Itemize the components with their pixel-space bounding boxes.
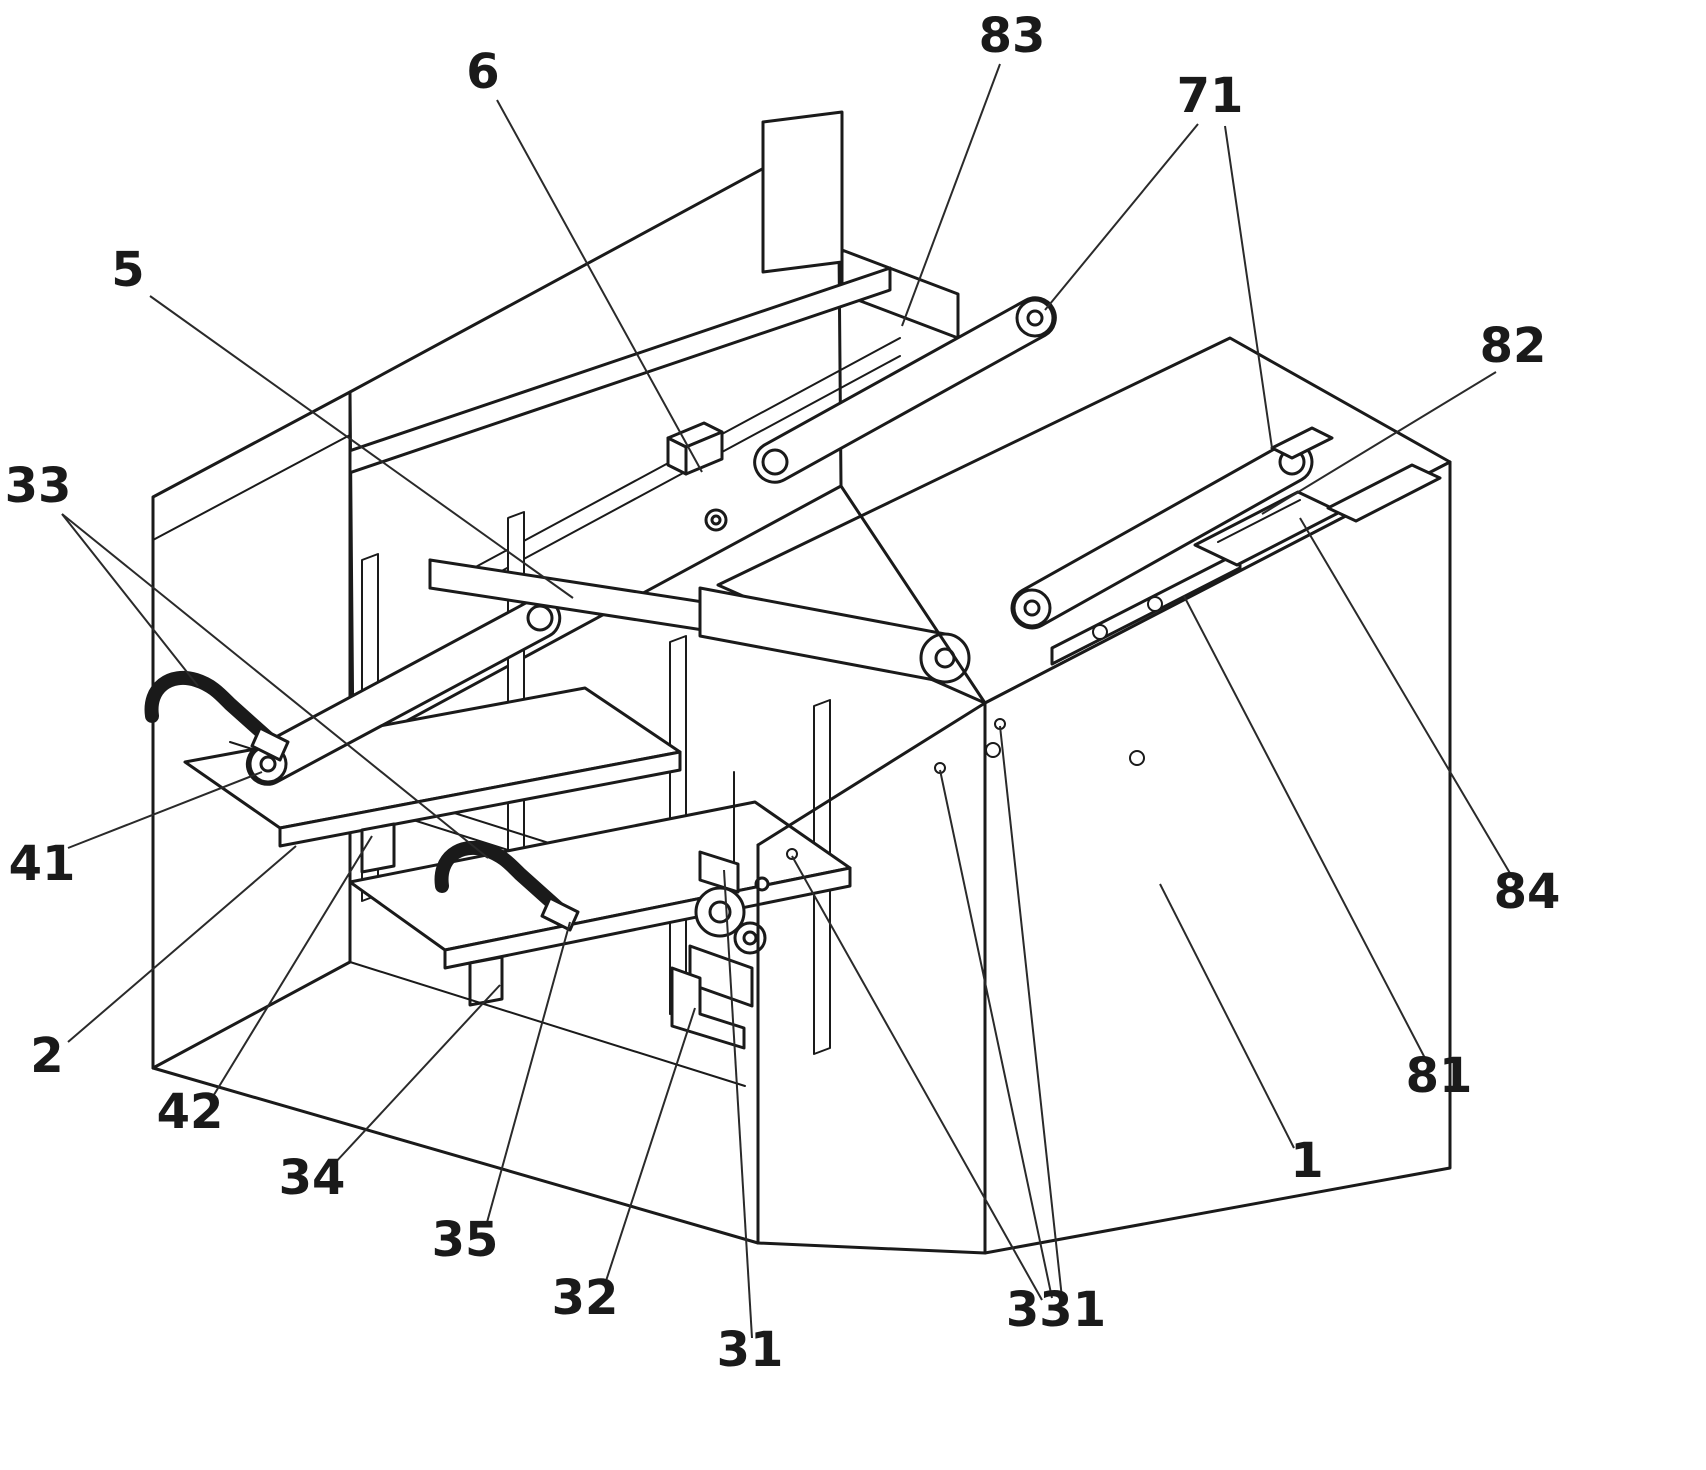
frame-edge: [839, 484, 987, 705]
roller-end: [919, 632, 971, 684]
slider-bracket-arm: [1326, 463, 1442, 523]
ref-label-82: 82: [1480, 318, 1547, 374]
leader-lines: [61, 63, 1515, 1339]
ref-label-34: 34: [279, 1150, 346, 1206]
ref-label-71: 71: [1177, 68, 1244, 124]
screw-point: [786, 848, 798, 860]
leader-line-6: [496, 99, 703, 473]
frame-edge: [349, 961, 746, 1087]
leader-line-41: [67, 771, 263, 849]
reference-labels: 83 71 6 5 82 33 41 2 42 34 35 32 31 331 …: [5, 8, 1561, 1378]
leader-line-81: [1183, 595, 1428, 1063]
ref-label-331: 331: [1006, 1282, 1106, 1338]
panel-hole: [985, 742, 1001, 758]
leader-line-71b: [1224, 125, 1273, 449]
ref-label-42: 42: [157, 1084, 224, 1140]
slider-bracket-step: [1217, 499, 1301, 543]
leader-line-2: [67, 845, 297, 1043]
press-arm-right: [1010, 440, 1314, 630]
frame-edge: [756, 701, 987, 847]
tray-plate-upper-edge: [278, 750, 682, 848]
panel-hole: [1129, 750, 1145, 766]
leader-line-33b: [61, 513, 489, 859]
leader-line-33a: [61, 513, 199, 687]
rod-collar: [1147, 596, 1163, 612]
leader-line-31: [723, 869, 753, 1339]
press-arm-mount: [1270, 426, 1334, 460]
ref-label-33: 33: [5, 458, 72, 514]
leader-line-5: [149, 295, 574, 599]
leader-line-84: [1299, 517, 1515, 881]
ref-label-81: 81: [1406, 1048, 1473, 1104]
ref-label-2: 2: [30, 1028, 63, 1084]
frame-edge: [756, 1241, 987, 1255]
leader-line-331a: [791, 855, 1043, 1301]
top-bracket: [761, 110, 844, 274]
leader-line-1: [1159, 883, 1295, 1149]
leader-line-331c: [999, 725, 1063, 1299]
plate-foot-block: [360, 822, 396, 874]
leader-line-83: [901, 63, 1001, 327]
left-panel-thickness-edge: [152, 434, 351, 541]
leader-line-42: [211, 835, 373, 1099]
clamp-handle-mount: [250, 726, 290, 762]
plate-foot-block: [468, 955, 504, 1007]
leader-line-71a: [1044, 123, 1199, 311]
clamp-handle-center: [434, 840, 565, 915]
press-arm-upper: [753, 296, 1057, 484]
ref-label-6: 6: [466, 44, 499, 100]
ref-label-41: 41: [9, 836, 76, 892]
machine-illustration: [144, 110, 1452, 1255]
ref-label-32: 32: [552, 1270, 619, 1326]
ref-label-5: 5: [111, 242, 144, 298]
leader-line-34: [333, 984, 501, 1165]
clamp-handle-left: [144, 670, 275, 745]
right-front-panel: [983, 460, 1452, 1255]
leader-line-32: [604, 1007, 696, 1285]
frame-edge: [151, 1066, 760, 1245]
ref-label-1: 1: [1290, 1133, 1323, 1189]
roller-shaft-cap: [704, 508, 728, 532]
ref-label-84: 84: [1494, 864, 1561, 920]
feed-mechanism: [670, 771, 770, 1050]
rod-collar: [1092, 624, 1108, 640]
leader-line-35: [485, 921, 571, 1227]
carriage-block-side: [684, 430, 724, 476]
ref-label-35: 35: [432, 1212, 499, 1268]
leader-line-82: [1261, 371, 1497, 515]
ref-label-31: 31: [717, 1322, 784, 1378]
roller-shaft-pin: [710, 514, 722, 526]
ref-label-83: 83: [979, 8, 1046, 64]
leader-line-331b: [939, 769, 1053, 1299]
